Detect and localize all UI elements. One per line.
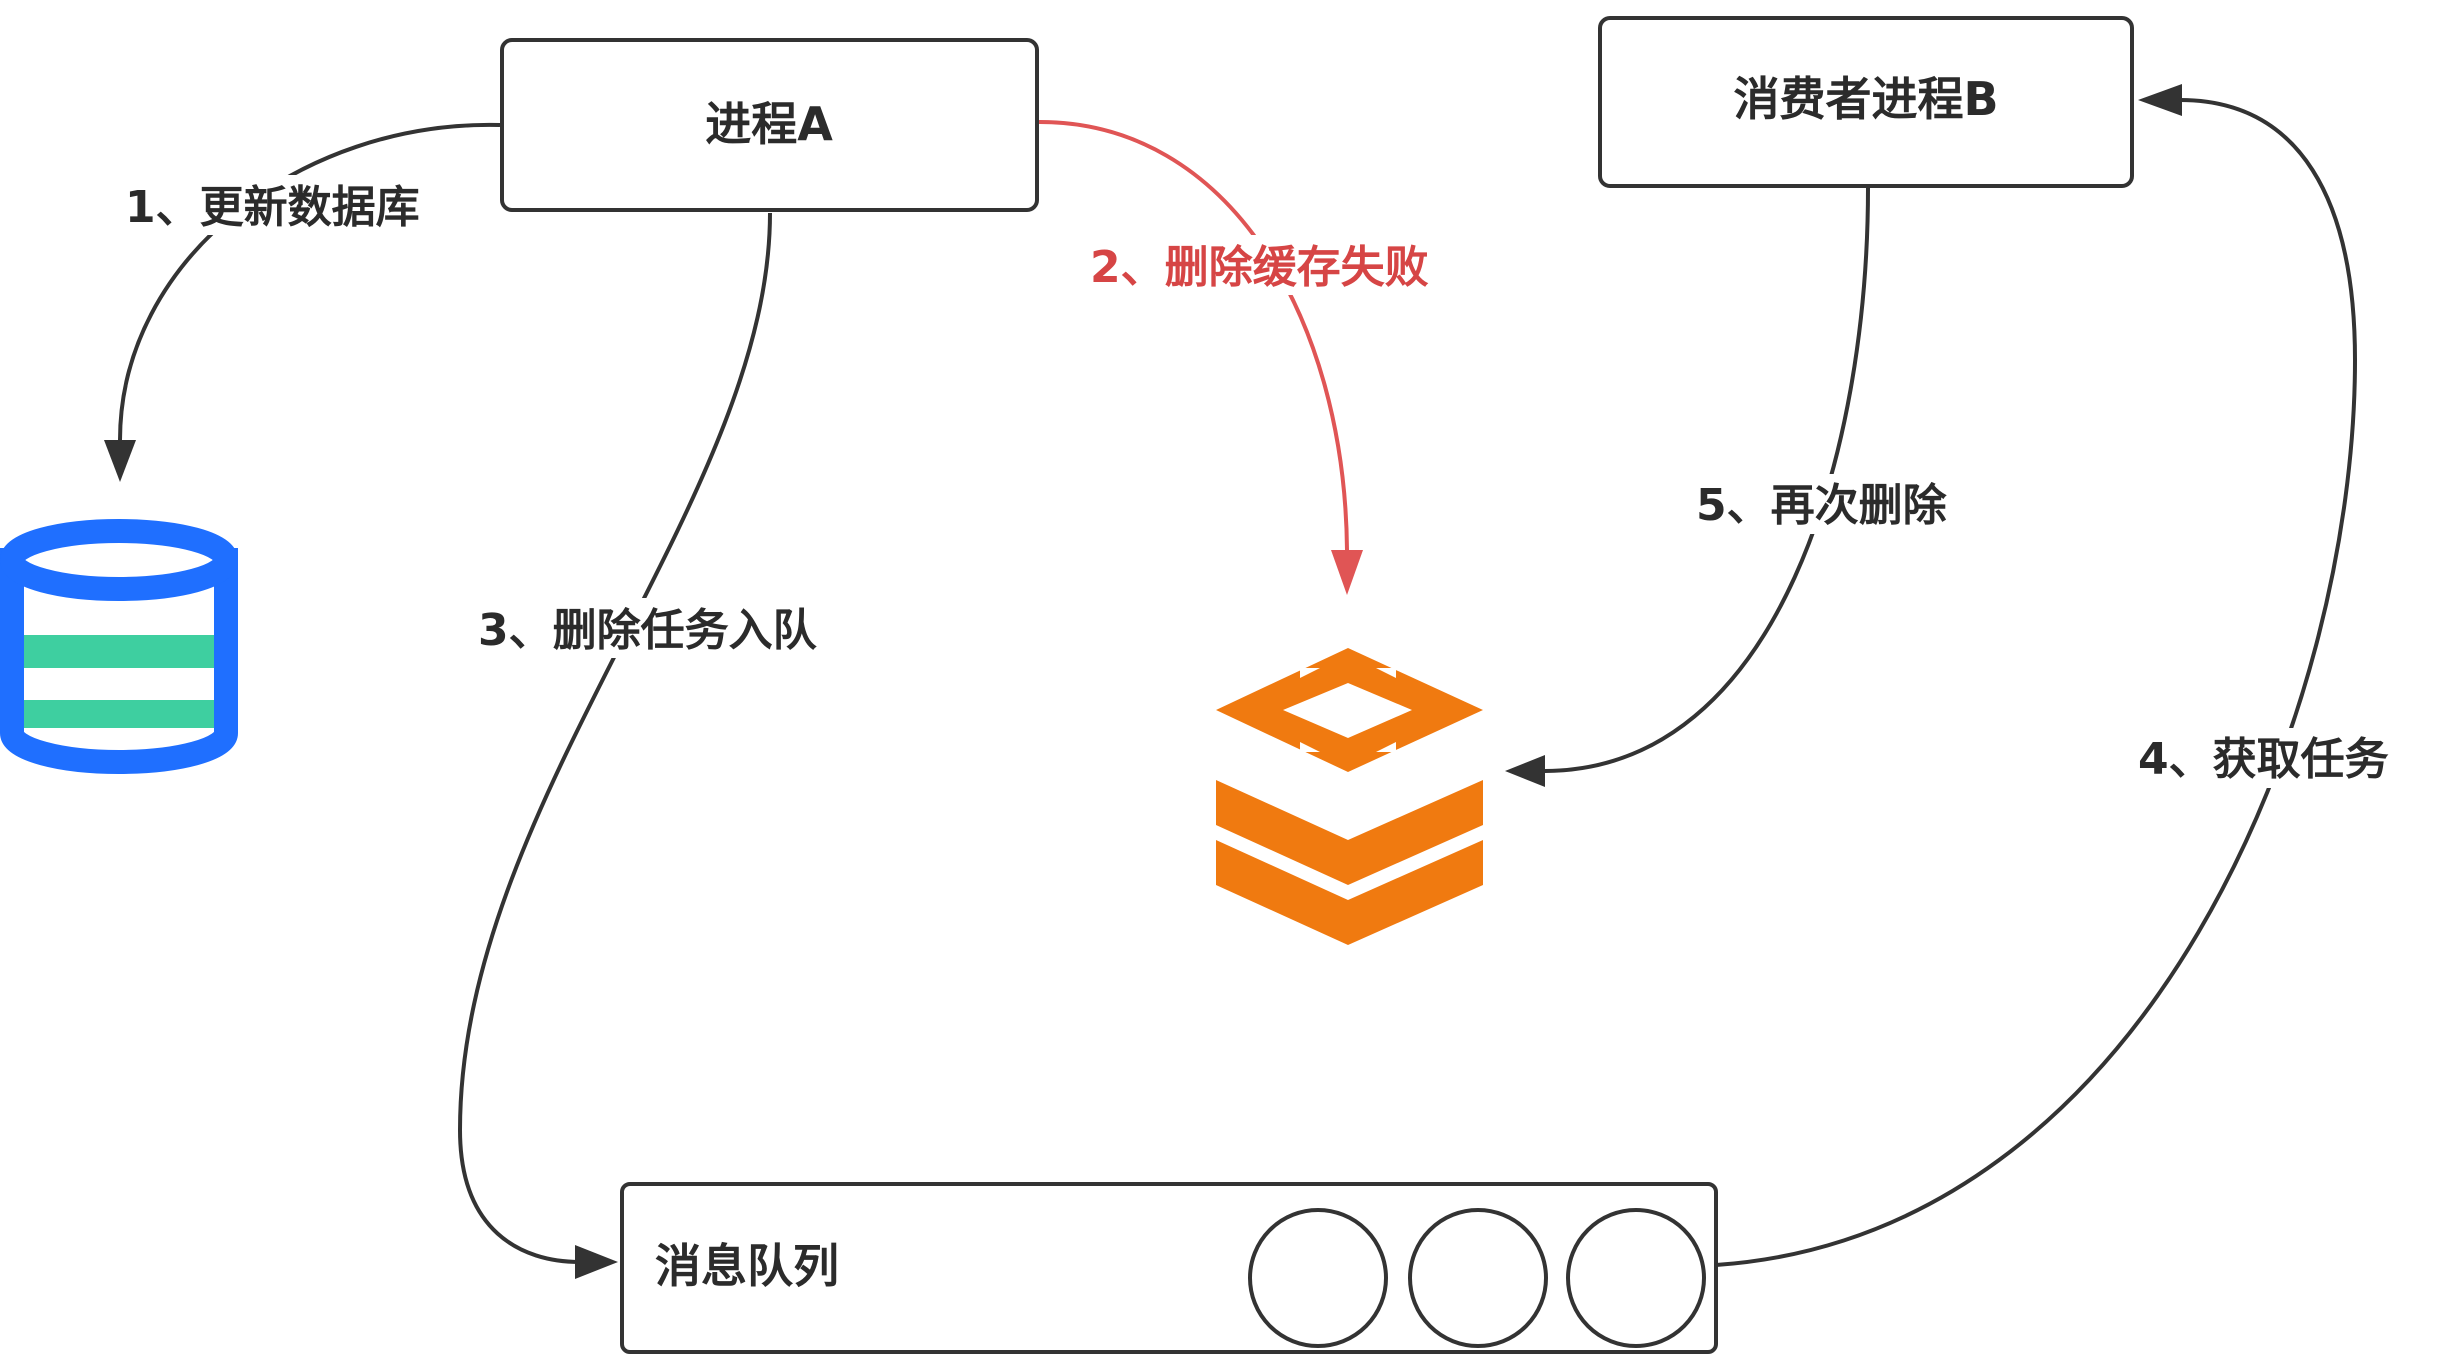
edge-label-step4: 4、获取任务	[2138, 734, 2389, 785]
message-queue-node: 消息队列	[620, 1182, 1718, 1354]
process-a-label: 进程A	[705, 97, 833, 151]
consumer-b-node: 消费者进程B	[1598, 16, 2134, 188]
queue-slot-2	[1408, 1208, 1548, 1348]
consumer-b-box	[1598, 16, 2134, 188]
arrow-head-cache-red	[1331, 550, 1363, 595]
edge-label-step3: 3、删除任务入队	[478, 605, 818, 656]
process-a-node: 进程A	[500, 38, 1039, 212]
edge-update-database	[118, 122, 501, 441]
edge-label-step1: 1、更新数据库	[125, 182, 420, 233]
edge-delete-again	[1544, 187, 1870, 773]
edge-delete-cache-failed	[1036, 119, 1349, 551]
edge-label-step2: 2、删除缓存失败	[1090, 242, 1429, 293]
redis-cache-icon	[1216, 648, 1483, 945]
queue-slot-3	[1566, 1208, 1706, 1348]
message-queue-label: 消息队列	[655, 1239, 839, 1293]
arrow-head-database	[104, 440, 136, 482]
arrow-head-consumer	[2138, 84, 2182, 116]
process-a-box	[500, 38, 1039, 212]
edge-label-step5: 5、再次删除	[1696, 480, 1948, 531]
edge-enqueue-delete-task	[457, 212, 772, 1264]
database-icon	[0, 519, 238, 774]
edge-fetch-task	[1715, 98, 2358, 1267]
consumer-b-label: 消费者进程B	[1733, 72, 1998, 126]
queue-slot-1	[1248, 1208, 1388, 1348]
arrow-head-cache	[1505, 755, 1545, 787]
arrow-head-queue	[575, 1245, 618, 1279]
